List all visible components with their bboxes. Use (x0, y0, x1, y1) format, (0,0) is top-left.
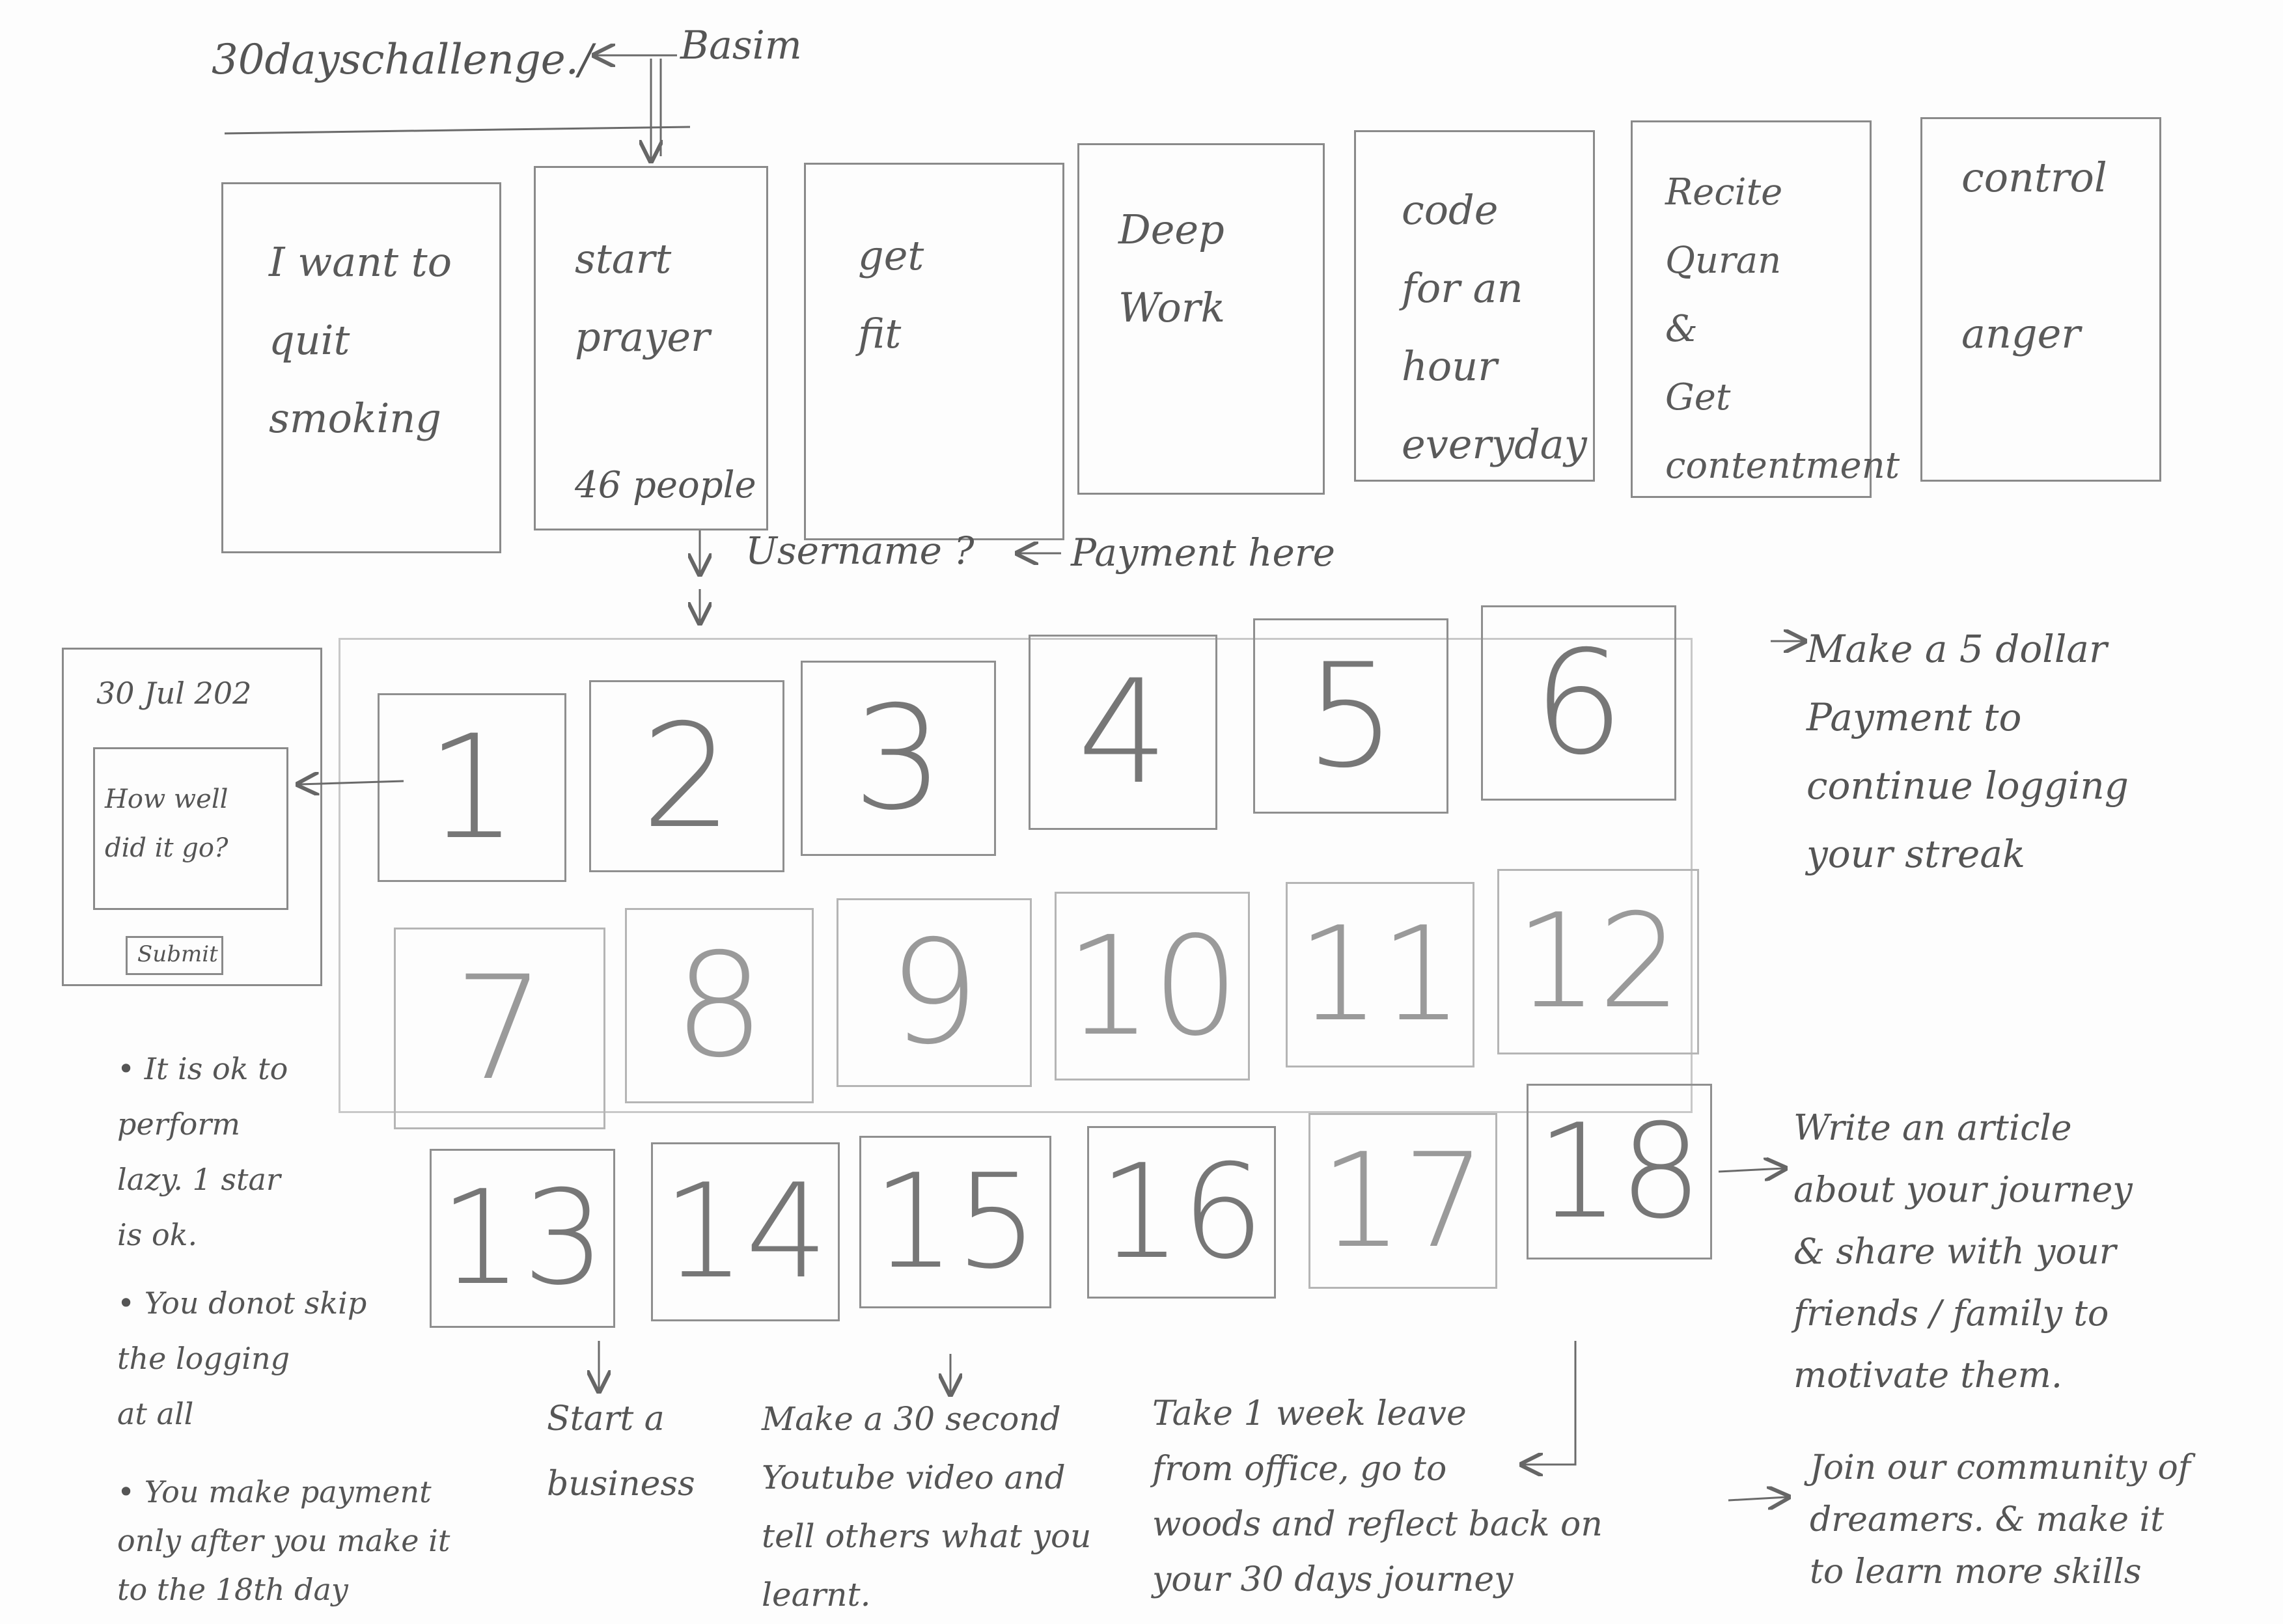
challenge-label: get fit (858, 232, 924, 357)
day-cell[interactable]: 14 (651, 1142, 840, 1321)
payment-note: Payment here (1071, 530, 1335, 575)
challenge-card-start-prayer[interactable]: start prayer 46 people (534, 166, 768, 530)
day-cell[interactable]: 7 (394, 928, 605, 1129)
user-name: Basim (680, 23, 802, 68)
day-cell[interactable]: 3 (801, 661, 996, 856)
submit-button[interactable]: Submit (126, 936, 223, 975)
day-cell[interactable]: 5 (1253, 618, 1448, 814)
day-cell[interactable]: 16 (1087, 1126, 1276, 1299)
rule-item: • You make payment only after you make i… (117, 1474, 450, 1607)
username-prompt[interactable]: Username ? (745, 529, 975, 573)
day-cell[interactable]: 18 (1527, 1084, 1712, 1259)
to-leave-arrow (1523, 1341, 1577, 1465)
reward-join-community: Join our community of dreamers. & make i… (1810, 1448, 2191, 1591)
log-question: How well did it go? (105, 784, 228, 863)
challenge-label: I want to quit smoking (269, 238, 452, 442)
day-cell[interactable]: 9 (837, 898, 1032, 1087)
day-cell[interactable]: 8 (625, 908, 814, 1103)
challenge-label: control anger (1961, 154, 2107, 357)
submit-label: Submit (137, 941, 218, 967)
day-cell[interactable]: 4 (1029, 635, 1217, 830)
app-title[interactable]: 30dayschallenge./ (212, 36, 593, 84)
day-cell[interactable]: 13 (430, 1149, 615, 1328)
to-community-arrow (1728, 1497, 1787, 1500)
day-cell[interactable]: 12 (1497, 869, 1699, 1054)
challenge-label: Deep Work (1118, 206, 1226, 331)
reward-youtube-video: Make a 30 second Youtube video and tell … (762, 1400, 1092, 1614)
day18-to-article-arrow (1718, 1168, 1784, 1172)
participant-count: 46 people (575, 464, 756, 506)
reward-start-business: Start a business (547, 1399, 695, 1504)
challenge-card-deep-work[interactable]: Deep Work (1077, 143, 1325, 495)
challenge-card-recite-quran[interactable]: Recite Quran & Get contentment (1631, 120, 1900, 498)
reward-week-leave: Take 1 week leave from office, go to woo… (1152, 1394, 1603, 1599)
day-cell[interactable]: 6 (1481, 605, 1676, 801)
day-cell[interactable]: 10 (1055, 892, 1250, 1080)
day-cell[interactable]: 15 (859, 1136, 1051, 1308)
day-cell[interactable]: 1 (378, 693, 566, 882)
log-popup: 30 Jul 202 How well did it go? Submit (62, 648, 322, 986)
title-underline (224, 126, 691, 135)
challenge-label: code for an hour everyday (1402, 186, 1587, 468)
day-cell[interactable]: 17 (1308, 1113, 1497, 1289)
log-date: 30 Jul 202 (96, 676, 252, 711)
challenge-card-control-anger[interactable]: control anger (1920, 117, 2161, 482)
payment-message: Make a 5 dollar Payment to continue logg… (1806, 627, 2129, 876)
challenge-card-quit-smoking[interactable]: I want to quit smoking (221, 182, 501, 553)
day-grid-frame (339, 638, 1693, 1113)
day-cell[interactable]: 2 (589, 680, 784, 872)
challenge-label: start prayer (575, 235, 710, 361)
day-to-popup-arrow (299, 781, 404, 784)
challenge-card-code-hour[interactable]: code for an hour everyday (1354, 130, 1595, 482)
day-cell[interactable]: 11 (1286, 882, 1474, 1067)
challenge-label: Recite Quran & Get contentment (1665, 171, 1900, 487)
rule-item: • It is ok to perform lazy. 1 star is ok… (117, 1051, 288, 1252)
rule-item: • You donot skip the logging at all (117, 1286, 367, 1431)
log-text-area[interactable]: How well did it go? (93, 747, 288, 910)
reward-write-article: Write an article about your journey & sh… (1793, 1107, 2133, 1396)
challenge-card-get-fit[interactable]: get fit (804, 163, 1064, 540)
